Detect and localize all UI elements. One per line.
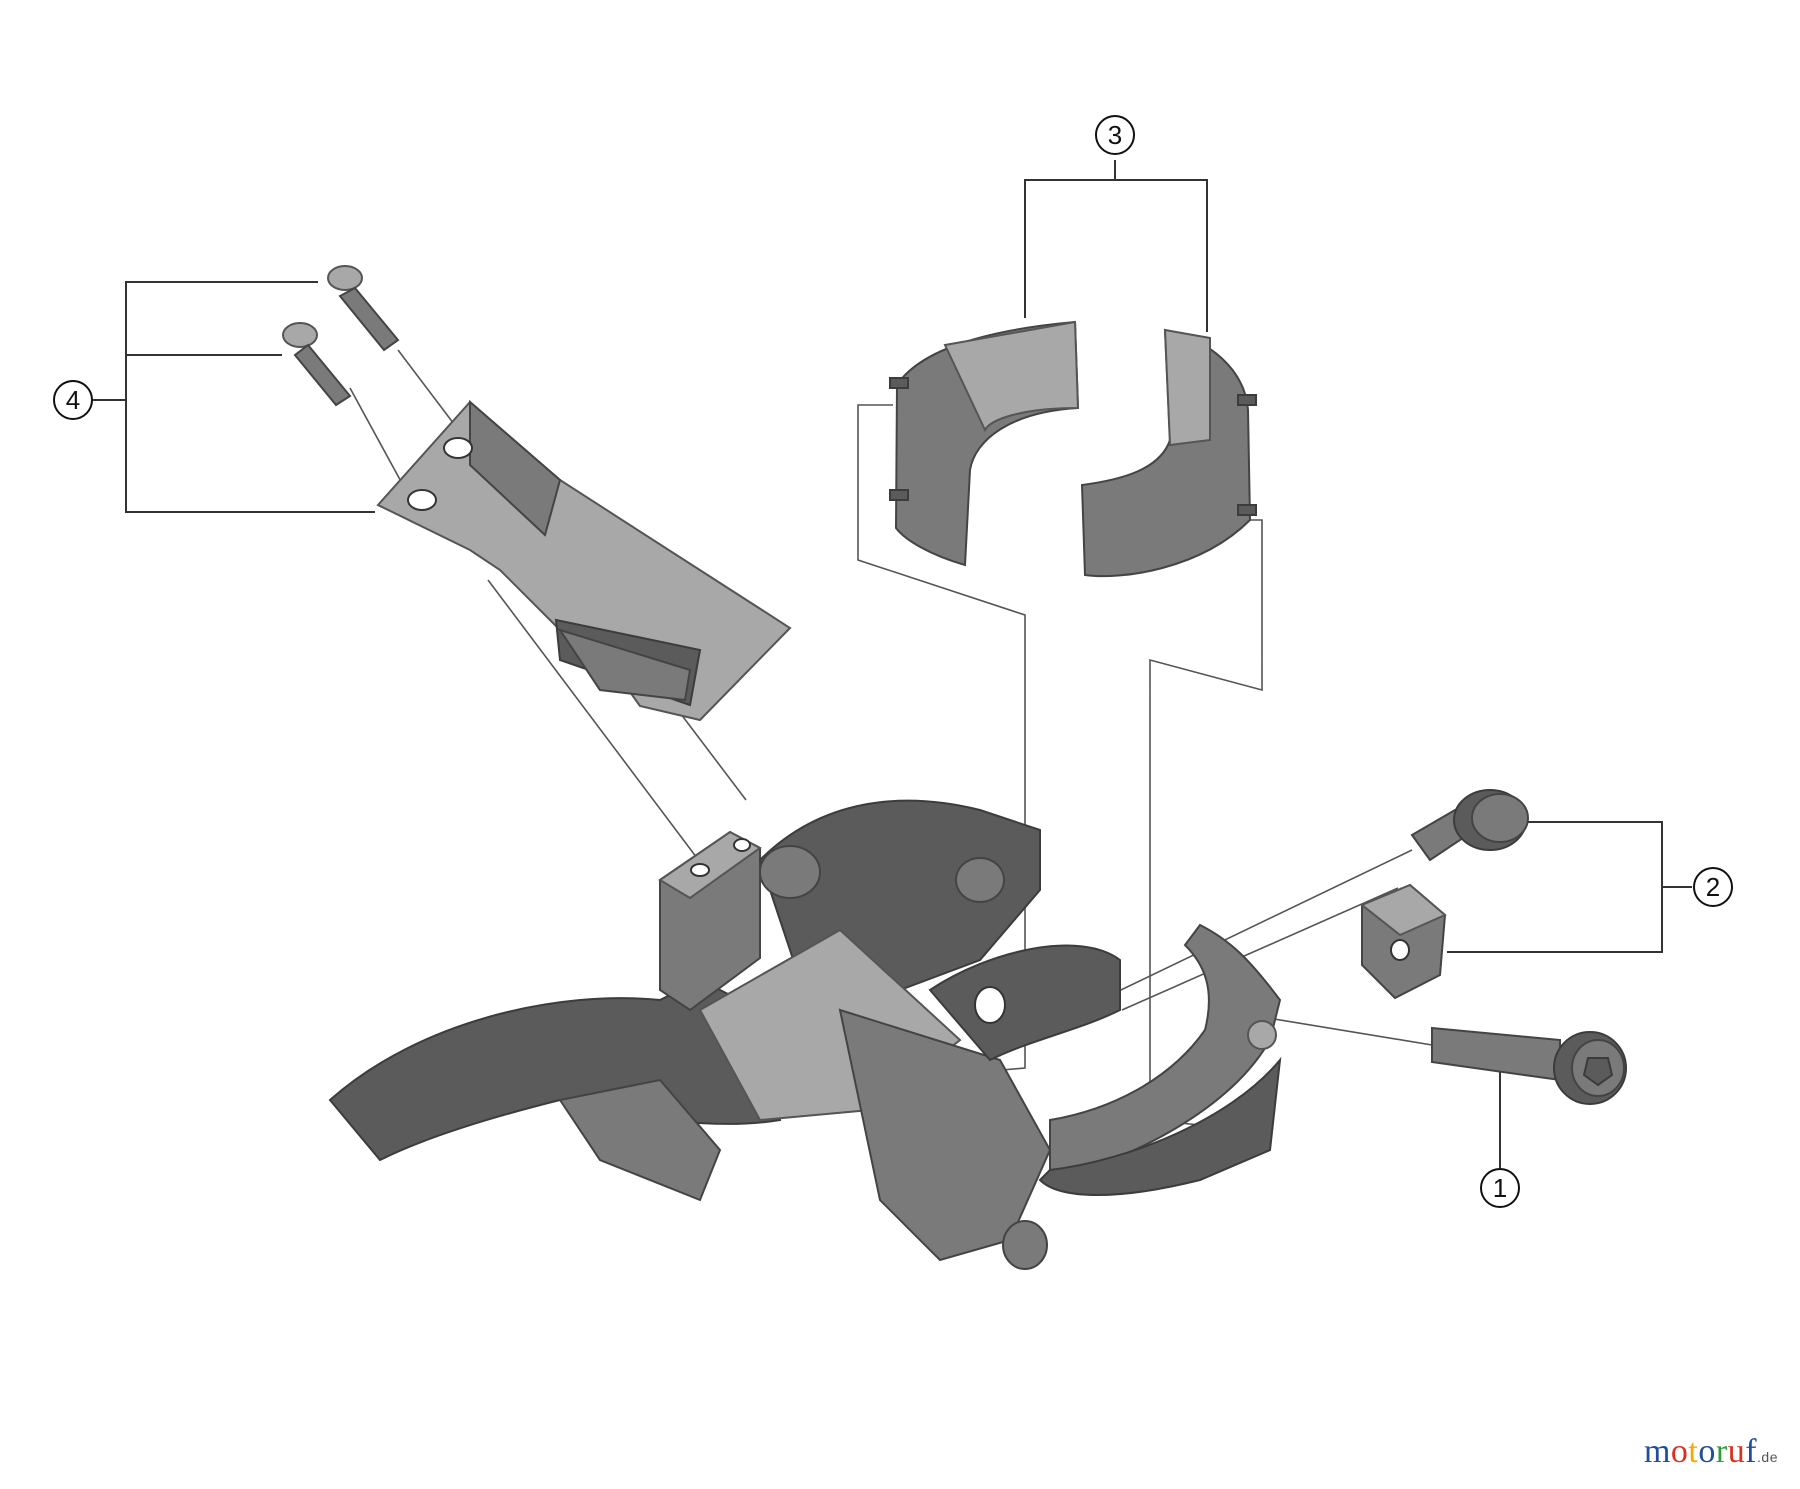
clamp-shim-right xyxy=(1080,328,1257,578)
adjust-bolt xyxy=(1410,789,1529,862)
callout-2: 2 xyxy=(1693,867,1733,907)
clamp-shims xyxy=(889,320,1257,578)
adjust-nut xyxy=(1360,883,1447,1000)
bracket-screw-bottom xyxy=(282,322,352,407)
logo-letter: r xyxy=(1715,1433,1728,1470)
bracket-screw-top xyxy=(327,265,400,352)
logo-tld: .de xyxy=(1757,1449,1778,1465)
derailleur-body xyxy=(328,799,1282,1270)
logo-letter: o xyxy=(1670,1433,1689,1470)
logo-letter: t xyxy=(1688,1433,1699,1470)
callout-3: 3 xyxy=(1095,115,1135,155)
callout-4: 4 xyxy=(53,380,93,420)
logo-letter: o xyxy=(1698,1433,1716,1470)
logo-letter: f xyxy=(1745,1433,1758,1470)
mount-bracket xyxy=(376,399,792,722)
clamp-shim-left xyxy=(889,320,1080,567)
logo-letter: u xyxy=(1727,1433,1746,1470)
clamp-bolt xyxy=(1431,1026,1627,1105)
callout-4-number: 4 xyxy=(66,385,80,415)
callout-1-number: 1 xyxy=(1493,1173,1507,1203)
callout-2-number: 2 xyxy=(1706,872,1720,902)
callout-3-number: 3 xyxy=(1108,120,1122,150)
motoruf-watermark-logo: motoruf.de xyxy=(1644,1433,1778,1471)
callout-1: 1 xyxy=(1480,1168,1520,1208)
bracket-screws xyxy=(282,265,400,407)
logo-letter: m xyxy=(1643,1433,1671,1470)
